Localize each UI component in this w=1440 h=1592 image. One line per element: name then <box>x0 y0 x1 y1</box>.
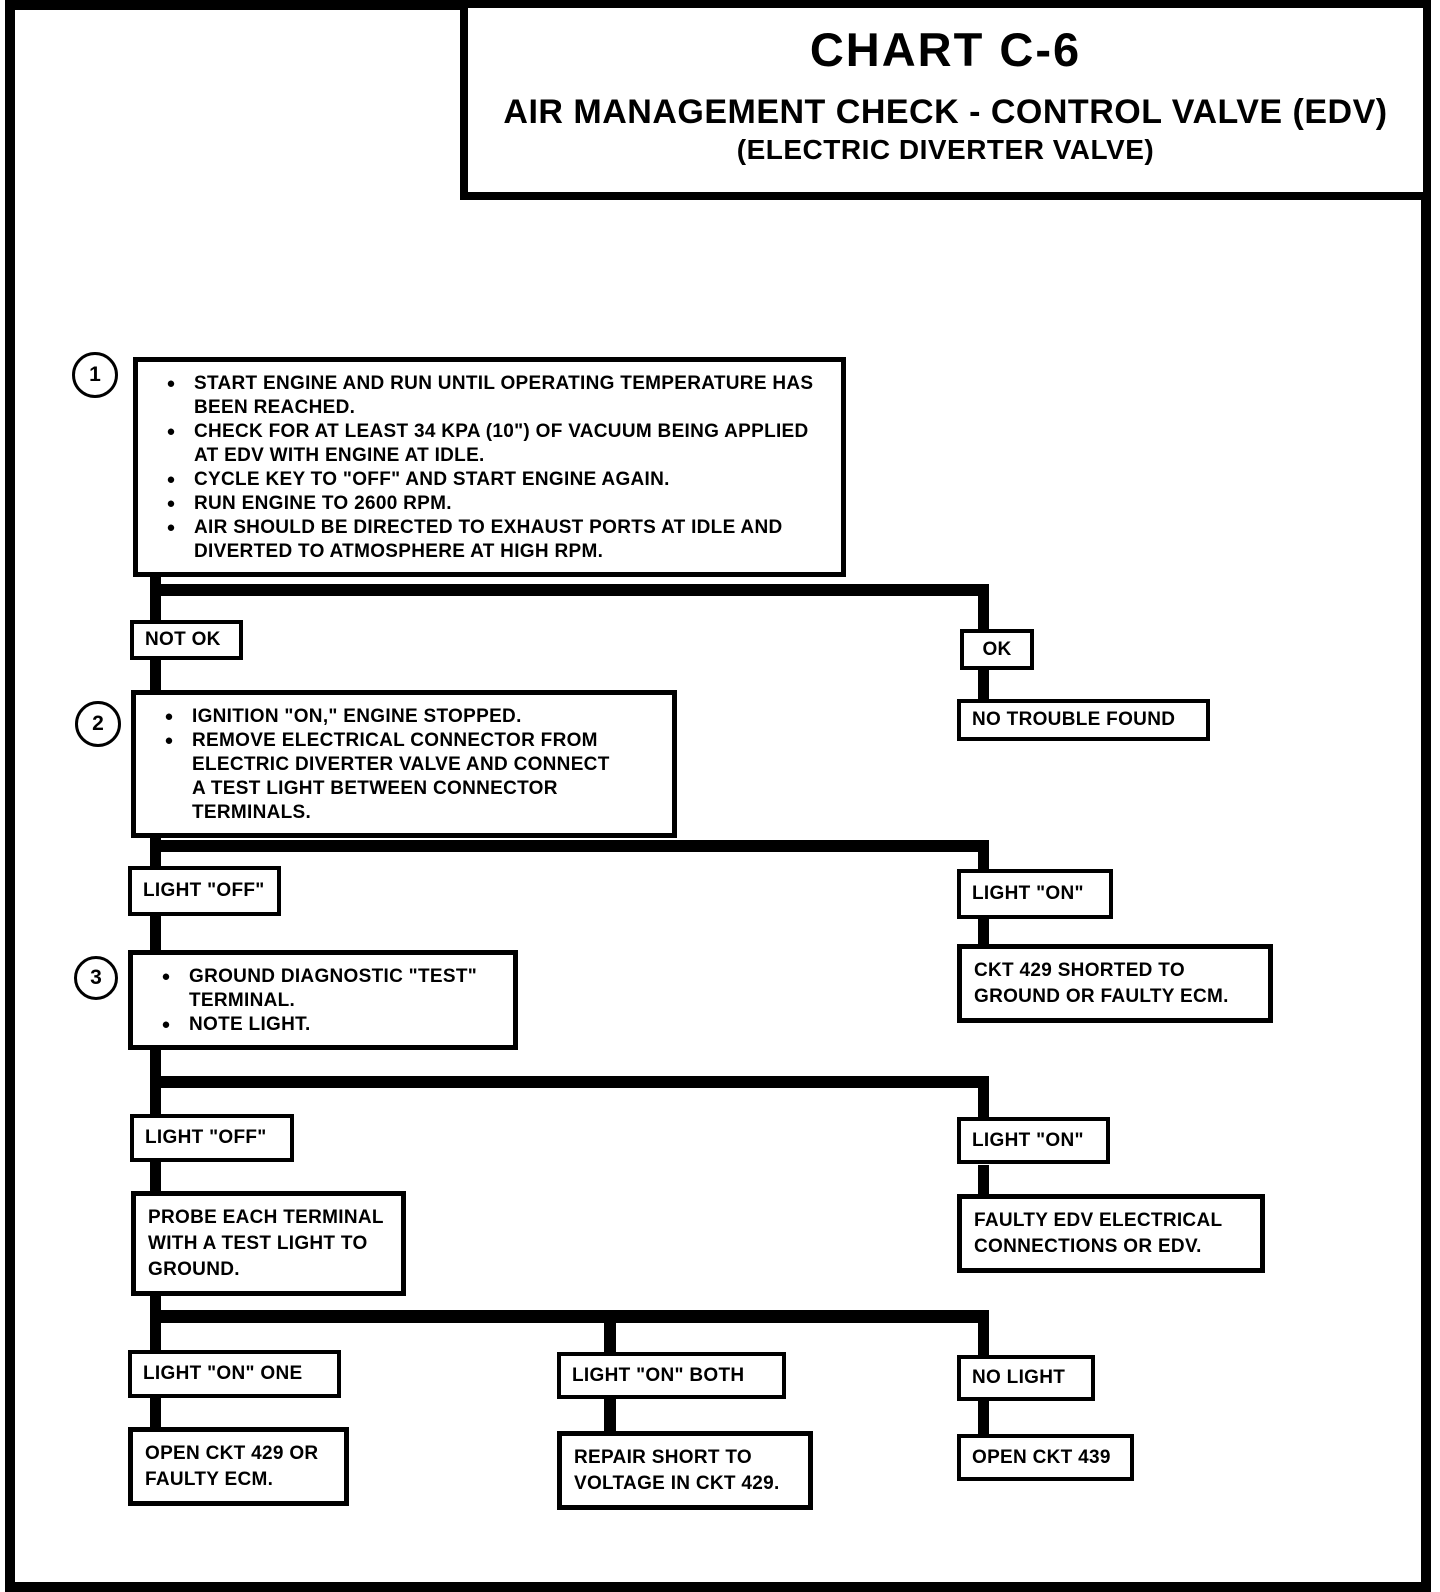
step-number-1: 1 <box>89 363 101 386</box>
bullet-icon: ● <box>161 1016 171 1033</box>
step-number-circle-3: 3 <box>74 956 118 1000</box>
connector-line <box>150 1398 161 1429</box>
result-open-ckt-439: OPEN CKT 439 <box>957 1434 1134 1481</box>
branch-label-text: LIGHT "ON" BOTH <box>572 1364 745 1386</box>
connector-line <box>150 658 161 692</box>
step-number-circle-2: 2 <box>75 701 121 747</box>
connector-line <box>150 1076 988 1088</box>
result-text: NO TROUBLE FOUND <box>972 709 1176 730</box>
branch-label-light-on-one: LIGHT "ON" ONE <box>128 1350 341 1398</box>
chart-subtitle2: (ELECTRIC DIVERTER VALVE) <box>736 134 1155 165</box>
action-text: PROBE EACH TERMINAL WITH A TEST LIGHT TO… <box>148 1207 384 1280</box>
instruction-item: ● AIR SHOULD BE DIRECTED TO EXHAUST PORT… <box>148 516 833 564</box>
connector-line <box>150 584 988 596</box>
branch-label-light-on-1: LIGHT "ON" <box>957 869 1113 919</box>
bullet-icon: ● <box>166 423 176 440</box>
instruction-item: ● GROUND DIAGNOSTIC "TEST" TERMINAL. <box>143 965 505 1013</box>
branch-label-light-on-2: LIGHT "ON" <box>957 1117 1110 1164</box>
result-open-ckt-429: OPEN CKT 429 OR FAULTY ECM. <box>128 1427 349 1506</box>
instruction-item: ● IGNITION "ON," ENGINE STOPPED. <box>146 705 664 729</box>
result-text: OPEN CKT 429 OR FAULTY ECM. <box>145 1443 319 1490</box>
branch-label-text: LIGHT "ON" ONE <box>143 1363 303 1384</box>
instruction-item: ● NOTE LIGHT. <box>143 1013 505 1037</box>
instruction-item: ● START ENGINE AND RUN UNTIL OPERATING T… <box>148 372 833 420</box>
instruction-text: NOTE LIGHT. <box>189 1014 311 1035</box>
connector-line <box>978 1165 989 1196</box>
result-text: CKT 429 SHORTED TO GROUND OR FAULTY ECM. <box>974 960 1229 1007</box>
step3-instructions-box: ● GROUND DIAGNOSTIC "TEST" TERMINAL. ● N… <box>128 950 518 1050</box>
branch-label-text: LIGHT "ON" <box>972 1129 1084 1151</box>
bullet-icon: ● <box>166 495 176 512</box>
title-box: CHART C-6 AIR MANAGEMENT CHECK - CONTROL… <box>460 0 1431 200</box>
connector-line <box>150 1310 989 1323</box>
instruction-item: ● CHECK FOR AT LEAST 34 KPA (10") OF VAC… <box>148 420 833 468</box>
bullet-icon: ● <box>166 471 176 488</box>
connector-line <box>150 1162 161 1193</box>
step-number-circle-1: 1 <box>72 352 118 398</box>
branch-label-no-light: NO LIGHT <box>957 1355 1095 1401</box>
connector-line <box>978 668 989 701</box>
step2-instructions-box: ● IGNITION "ON," ENGINE STOPPED. ● REMOV… <box>131 690 677 838</box>
instruction-text: CYCLE KEY TO "OFF" AND START ENGINE AGAI… <box>194 469 670 490</box>
connector-line <box>978 1076 989 1119</box>
branch-label-not-ok: NOT OK <box>130 620 243 660</box>
chart-title: CHART C-6 <box>809 23 1082 76</box>
instruction-item: ● RUN ENGINE TO 2600 RPM. <box>148 492 833 516</box>
bullet-icon: ● <box>166 375 176 392</box>
instruction-text: IGNITION "ON," ENGINE STOPPED. <box>192 706 522 727</box>
instruction-text: GROUND DIAGNOSTIC "TEST" TERMINAL. <box>189 966 478 1011</box>
bullet-icon: ● <box>161 968 171 985</box>
result-text: REPAIR SHORT TO VOLTAGE IN CKT 429. <box>574 1447 780 1494</box>
connector-line <box>978 840 989 871</box>
connector-line <box>150 914 161 952</box>
connector-line <box>978 917 989 946</box>
connector-line <box>604 1310 616 1354</box>
bullet-icon: ● <box>164 708 174 725</box>
instruction-item: ● REMOVE ELECTRICAL CONNECTOR FROM ELECT… <box>146 729 664 825</box>
branch-label-text: LIGHT "OFF" <box>145 1127 267 1148</box>
connector-line <box>604 1399 616 1433</box>
branch-label-text: NO LIGHT <box>972 1367 1066 1388</box>
branch-label-light-off-1: LIGHT "OFF" <box>128 866 281 916</box>
result-faulty-edv: FAULTY EDV ELECTRICAL CONNECTIONS OR EDV… <box>957 1194 1265 1273</box>
instruction-text: RUN ENGINE TO 2600 RPM. <box>194 493 452 514</box>
branch-label-text: NOT OK <box>145 629 221 650</box>
result-ckt-429-shorted: CKT 429 SHORTED TO GROUND OR FAULTY ECM. <box>957 944 1273 1023</box>
bullet-icon: ● <box>164 732 174 749</box>
step-number-2: 2 <box>92 712 104 735</box>
branch-label-ok: OK <box>960 629 1034 670</box>
result-no-trouble-found: NO TROUBLE FOUND <box>957 699 1210 741</box>
action-probe-terminals: PROBE EACH TERMINAL WITH A TEST LIGHT TO… <box>131 1191 406 1296</box>
instruction-text: START ENGINE AND RUN UNTIL OPERATING TEM… <box>194 373 814 418</box>
result-text: FAULTY EDV ELECTRICAL CONNECTIONS OR EDV… <box>974 1210 1223 1257</box>
branch-label-light-off-2: LIGHT "OFF" <box>130 1114 294 1162</box>
result-text: OPEN CKT 439 <box>972 1446 1111 1468</box>
branch-label-text: LIGHT "ON" <box>972 883 1084 904</box>
connector-line <box>150 840 988 852</box>
instruction-text: AIR SHOULD BE DIRECTED TO EXHAUST PORTS … <box>194 517 783 562</box>
step1-instructions-box: ● START ENGINE AND RUN UNTIL OPERATING T… <box>133 357 846 577</box>
bullet-icon: ● <box>166 519 176 536</box>
connector-line <box>978 1401 989 1436</box>
branch-label-text: OK <box>982 638 1012 660</box>
instruction-text: CHECK FOR AT LEAST 34 KPA (10") OF VACUU… <box>194 421 809 466</box>
instruction-text: REMOVE ELECTRICAL CONNECTOR FROM ELECTRI… <box>192 730 610 823</box>
connector-line <box>978 1310 989 1357</box>
connector-line <box>978 584 989 631</box>
instruction-item: ● CYCLE KEY TO "OFF" AND START ENGINE AG… <box>148 468 833 492</box>
result-repair-short: REPAIR SHORT TO VOLTAGE IN CKT 429. <box>557 1431 813 1510</box>
chart-subtitle: AIR MANAGEMENT CHECK - CONTROL VALVE (ED… <box>503 93 1388 131</box>
branch-label-light-on-both: LIGHT "ON" BOTH <box>557 1352 786 1399</box>
branch-label-text: LIGHT "OFF" <box>143 880 265 901</box>
step-number-3: 3 <box>90 966 102 989</box>
